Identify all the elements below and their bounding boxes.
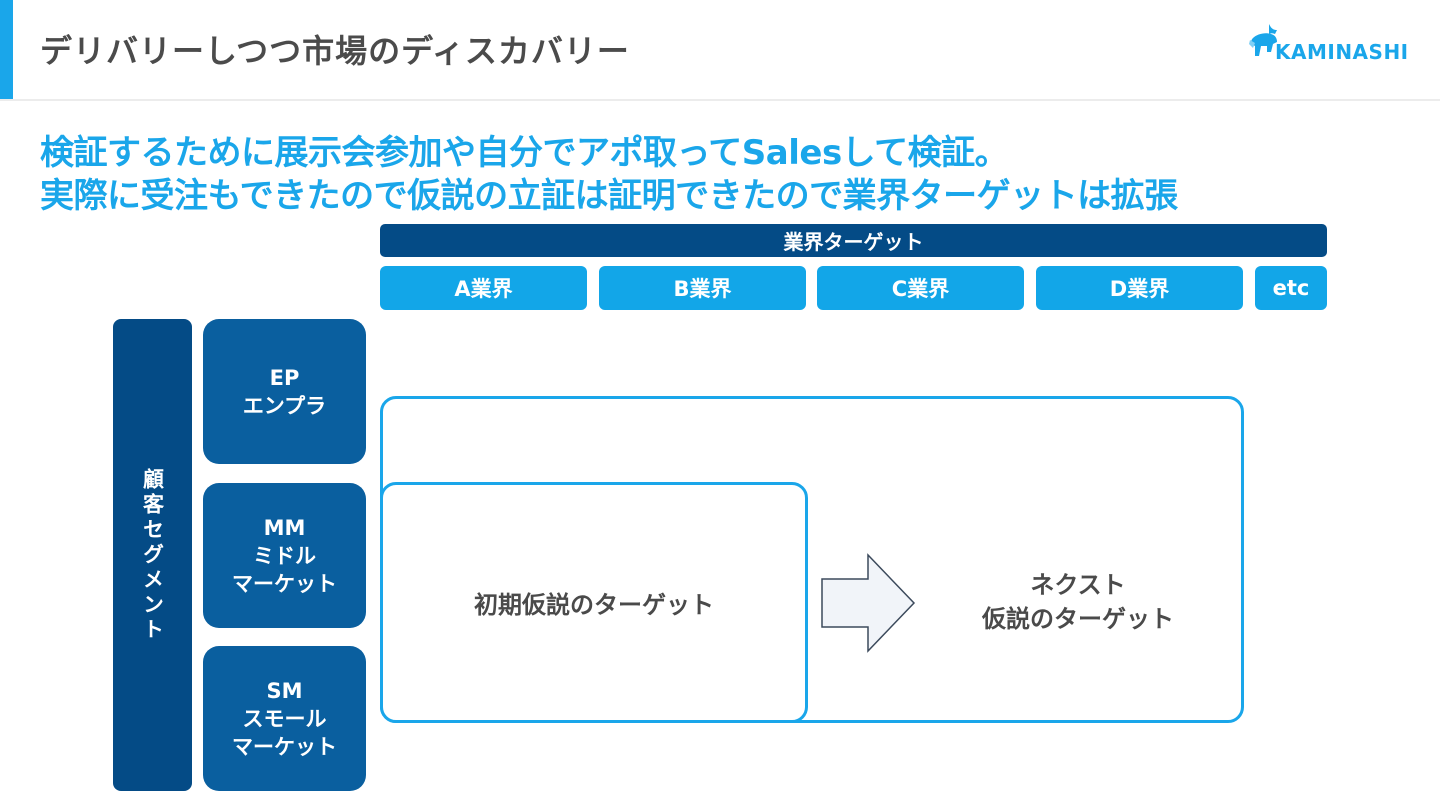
- industry-cell-c: C業界: [817, 266, 1024, 310]
- kaminashi-logo: KAMINASHI: [1247, 22, 1417, 66]
- segment-name: スモール: [242, 706, 327, 731]
- industry-cell-d: D業界: [1036, 266, 1243, 310]
- goat-icon: [1249, 24, 1277, 56]
- segment-name-2: マーケット: [232, 571, 337, 596]
- segment-code: MM: [263, 515, 306, 540]
- accent-bar: [0, 0, 13, 100]
- headline-line-1: 検証するために展示会参加や自分でアポ取ってSalesして検証。: [40, 133, 1009, 173]
- segment-code: SM: [266, 678, 303, 703]
- logo-wordmark: KAMINASHI: [1275, 40, 1409, 64]
- industry-cell-etc: etc: [1255, 266, 1327, 310]
- customer-segment-header: 顧客セグメント: [113, 319, 192, 791]
- segment-name: ミドル: [253, 543, 316, 568]
- slide-title: デリバリーしつつ市場のディスカバリー: [40, 32, 630, 70]
- next-hypothesis-label: ネクスト 仮説のターゲット: [960, 568, 1196, 636]
- industry-target-header: 業界ターゲット: [380, 224, 1327, 257]
- initial-hypothesis-box: 初期仮説のターゲット: [380, 482, 808, 723]
- next-hypothesis-line-1: ネクスト: [1030, 571, 1126, 599]
- next-hypothesis-line-2: 仮説のターゲット: [982, 605, 1174, 633]
- headline-line-2: 実際に受注もできたので仮説の立証は証明できたので業界ターゲットは拡張: [40, 176, 1178, 216]
- right-arrow-icon: [821, 553, 916, 653]
- segment-name: エンプラ: [242, 393, 327, 418]
- segment-cell-ep: EP エンプラ: [203, 319, 366, 464]
- segment-cell-mm: MM ミドル マーケット: [203, 483, 366, 628]
- customer-segment-label: 顧客セグメント: [140, 467, 165, 643]
- industry-cell-a: A業界: [380, 266, 587, 310]
- header-divider: [0, 99, 1440, 101]
- initial-hypothesis-label: 初期仮説のターゲット: [474, 591, 714, 619]
- segment-name-2: マーケット: [232, 734, 337, 759]
- segment-cell-sm: SM スモール マーケット: [203, 646, 366, 791]
- segment-code: EP: [269, 365, 300, 390]
- industry-cell-b: B業界: [599, 266, 806, 310]
